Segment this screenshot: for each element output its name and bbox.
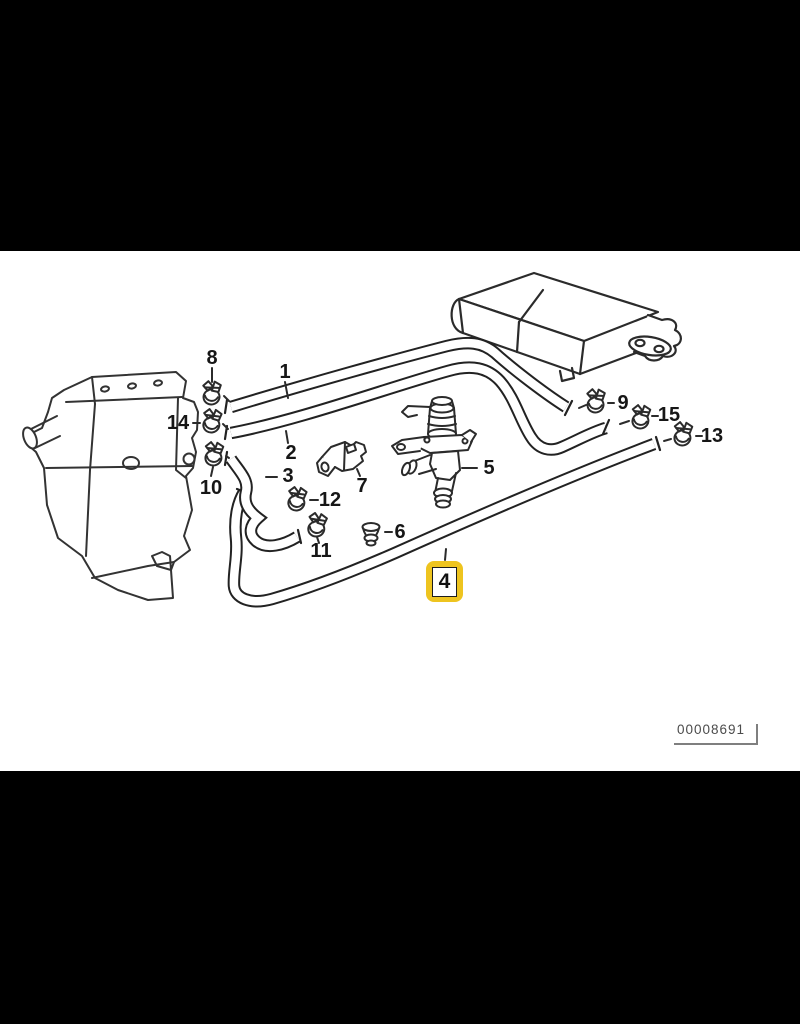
grommet-drawing [361,522,381,547]
clamp-14 [199,406,226,435]
callout-7[interactable]: 7 [356,475,368,497]
drawing-number-bracket [674,724,758,745]
engine-drawing [22,371,199,601]
callout-14[interactable]: 14 [166,412,190,434]
callout-11[interactable]: 11 [310,540,332,562]
clamp-12 [284,484,311,513]
callout-4-highlight-box[interactable]: 4 [426,561,463,602]
callout-1[interactable]: 1 [279,361,291,383]
drawing-number: 00008691 [676,722,746,737]
letterbox-top [0,0,800,251]
clamp-10 [201,438,228,468]
callout-2[interactable]: 2 [285,442,297,464]
callout-13[interactable]: 13 [700,425,724,447]
callout-leader-lines [192,367,703,561]
callout-8[interactable]: 8 [206,347,218,369]
callout-10[interactable]: 10 [199,477,223,499]
callout-4[interactable]: 4 [432,566,457,597]
heater-core-drawing [450,271,682,383]
callout-5[interactable]: 5 [483,457,495,479]
clamp-11 [305,510,331,539]
callout-3[interactable]: 3 [282,465,294,487]
hose-3-drawing [223,450,303,553]
callout-6[interactable]: 6 [394,521,406,543]
clamp-15 [628,401,655,431]
hose-1-drawing [223,336,574,417]
clamp-9 [582,385,611,416]
water-valve-drawing [391,396,477,509]
letterbox-bottom [0,771,800,1024]
callout-9[interactable]: 9 [617,392,629,414]
bracket-connector-drawing [316,441,367,477]
callout-12[interactable]: 12 [318,489,342,511]
callout-15[interactable]: 15 [657,404,681,426]
